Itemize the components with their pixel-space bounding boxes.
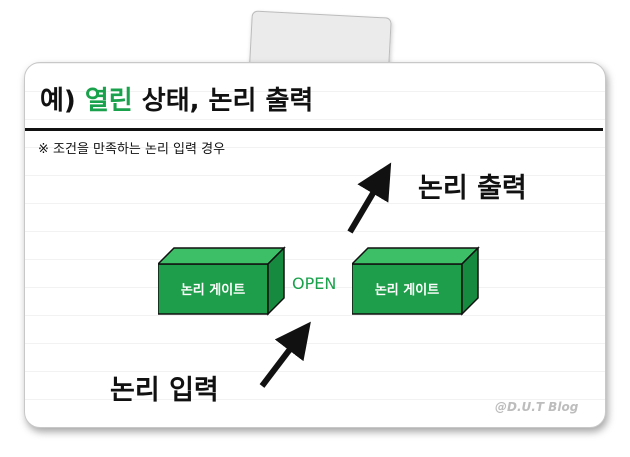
input-arrow <box>259 321 311 388</box>
title-prefix: 예) <box>40 86 76 116</box>
card-background <box>25 63 605 427</box>
logic-gate-left: 논리 게이트 <box>158 246 286 316</box>
output-label: 논리 출력 <box>418 173 527 204</box>
title-highlight: 열린 <box>84 86 133 116</box>
logic-gate-right: 논리 게이트 <box>352 246 480 316</box>
gate-left-label: 논리 게이트 <box>180 282 246 298</box>
output-arrow <box>347 162 392 234</box>
gate-right-label: 논리 게이트 <box>374 282 440 298</box>
diagram-card <box>24 62 606 428</box>
page-title: 예) 열린 상태, 논리 출력 <box>40 80 313 117</box>
watermark: @D.U.T Blog <box>495 400 579 414</box>
condition-note: ※ 조건을 만족하는 논리 입력 경우 <box>38 142 226 157</box>
open-label: OPEN <box>292 274 337 293</box>
title-divider <box>25 128 603 131</box>
gate-left-shape <box>158 246 286 316</box>
title-suffix: 상태, 논리 출력 <box>141 86 314 116</box>
gate-right-shape <box>352 246 480 316</box>
input-label: 논리 입력 <box>110 375 219 406</box>
